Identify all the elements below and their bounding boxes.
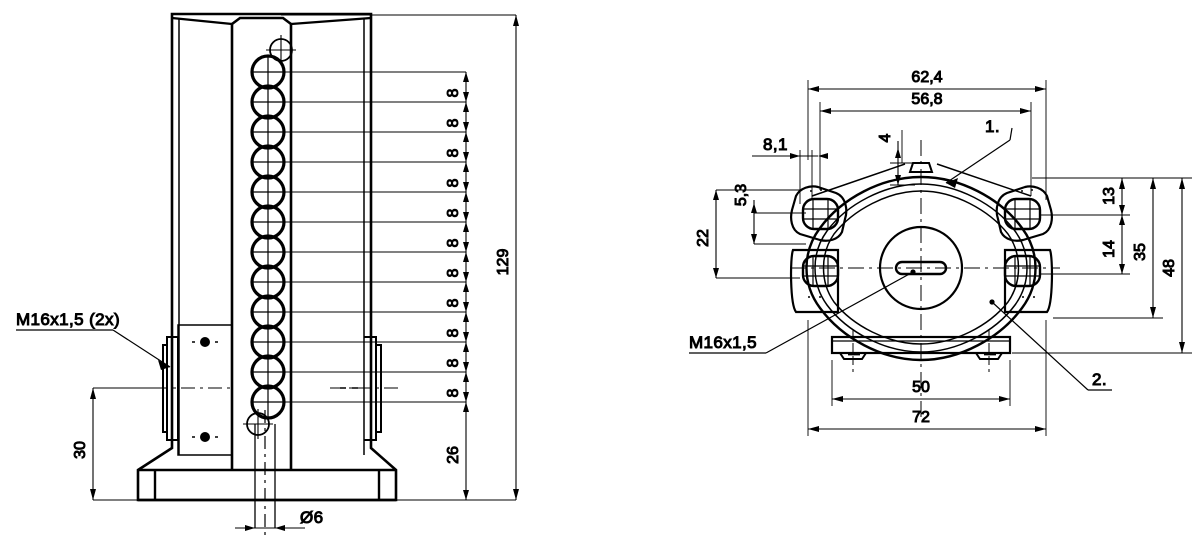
left-thread-boss-left [162, 324, 233, 456]
pitch-label-2: 8 [445, 118, 462, 127]
right-mount-ear-left-lower [789, 248, 840, 314]
left-dim-129-line [513, 15, 519, 500]
leader-2-line [989, 299, 1112, 391]
right-dim-72 [807, 320, 1047, 436]
dim-26-label: 26 [445, 446, 462, 464]
pitch-label-5: 8 [445, 208, 462, 217]
right-body-inner-contour-2 [822, 190, 1020, 345]
dim-48-label: 48 [1161, 259, 1178, 277]
pitch-label-10: 8 [445, 358, 462, 367]
dim-22-label: 22 [695, 229, 712, 247]
dim-129-label: 129 [495, 249, 512, 276]
pitch-label-4: 8 [445, 178, 462, 187]
thread-note-right-leader [689, 269, 916, 354]
right-dim-4 [890, 130, 930, 186]
leader-2-label: 2. [1092, 370, 1107, 389]
right-dim-56-8 [819, 102, 1032, 196]
right-dim-62-4 [807, 80, 1047, 200]
left-dim-26-line [463, 402, 469, 500]
right-dim-48 [1012, 177, 1192, 354]
right-center-circle [878, 225, 964, 311]
left-front-section-view: 8 8 8 8 8 8 8 8 8 8 8 26 129 [16, 12, 519, 535]
right-mount-ear-right-upper [995, 185, 1053, 242]
pitch-label-7: 8 [445, 268, 462, 277]
left-extension-lines [281, 14, 516, 501]
left-bore-walls-bottom [254, 424, 276, 528]
dim-14-label: 14 [1101, 240, 1118, 258]
pitch-label-1: 8 [445, 88, 462, 97]
dim-30-label: 30 [72, 441, 89, 459]
right-dim-35 [1040, 178, 1163, 319]
left-base-flange [138, 468, 396, 502]
leader-1-line [945, 127, 1013, 188]
dim-8-1-label: 8,1 [763, 135, 788, 154]
right-base-plate [830, 335, 1012, 355]
right-dim-5-3 [751, 200, 806, 245]
dim-72-label: 72 [912, 409, 930, 426]
right-dim-14 [1040, 215, 1130, 275]
dim-d6-label: Ø6 [300, 508, 323, 527]
dim-50-label: 50 [912, 379, 930, 396]
left-dim-30 [90, 387, 160, 501]
right-dim-8-1 [752, 150, 828, 204]
left-ball-chain-centermarks [252, 56, 284, 418]
dim-62-4-label: 62,4 [911, 69, 942, 86]
right-dim-22 [713, 189, 800, 279]
pitch-label-9: 8 [445, 328, 462, 337]
dim-5-3-label: 5,3 [733, 184, 750, 206]
leader-1-label: 1. [985, 117, 1000, 136]
thread-note-left-label: M16x1,5 (2x) [16, 310, 120, 329]
pitch-label-8: 8 [445, 298, 462, 307]
pitch-label-11: 8 [445, 388, 462, 397]
left-top-cap [171, 16, 372, 26]
dim-35-label: 35 [1132, 243, 1149, 261]
right-mount-ear-right-lower [1003, 248, 1054, 314]
left-pitch-dimension-chain [463, 72, 469, 402]
right-base-feet-centerlines [852, 330, 990, 372]
right-base-feet [839, 352, 1003, 360]
thread-note-right-label: M16x1,5 [689, 333, 757, 352]
pitch-label-3: 8 [445, 148, 462, 157]
right-plan-view: 62,4 56,8 8,1 [689, 69, 1192, 436]
thread-note-left-leader [16, 329, 171, 370]
left-dim-d6 [235, 525, 305, 531]
dim-56-8-label: 56,8 [911, 91, 942, 108]
dim-13-label: 13 [1101, 187, 1118, 205]
right-mount-ear-left-upper [790, 185, 848, 242]
right-center-slot [894, 260, 948, 276]
dim-4-label: 4 [877, 133, 894, 142]
right-dim-50 [831, 360, 1011, 406]
right-centerlines [790, 140, 1060, 420]
left-end-circles [243, 35, 296, 439]
pitch-label-6: 8 [445, 238, 462, 247]
